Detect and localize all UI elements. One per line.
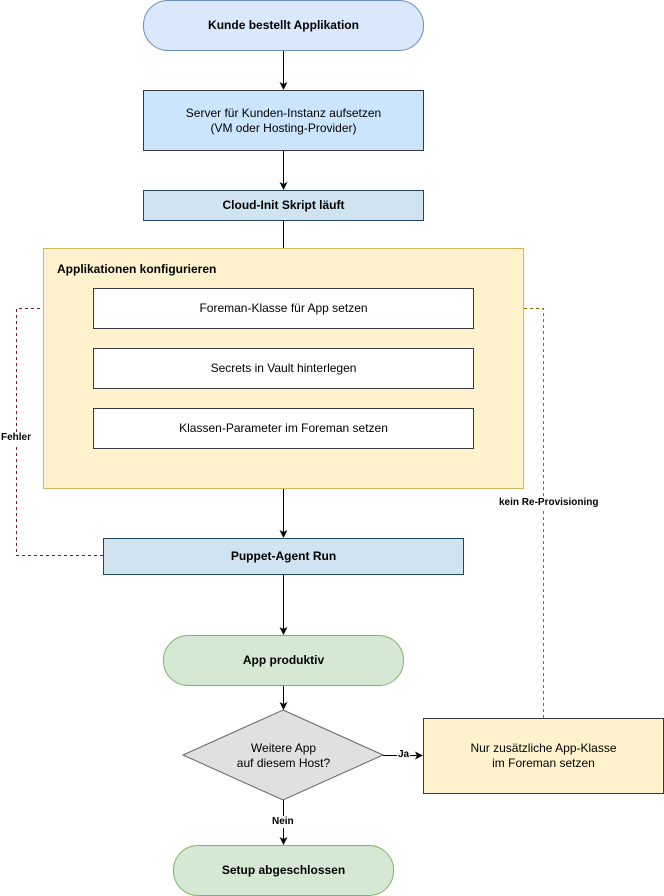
yes-edge-label: Ja (397, 749, 411, 761)
class-params-label: Klassen-Parameter im Foreman setzen (179, 421, 388, 435)
foreman-class-label: Foreman-Klasse für App setzen (199, 301, 368, 315)
no-reprovision-edge-label: kein Re-Provisioning (498, 497, 600, 509)
puppet-run-node: Puppet-Agent Run (103, 538, 464, 575)
start-node-label: Kunde bestellt Applikation (208, 18, 359, 32)
extra-class-node: Nur zusätzliche App-Klasse im Foreman se… (423, 718, 664, 794)
app-productive-label: App produktiv (242, 653, 325, 667)
vault-secrets-node: Secrets in Vault hinterlegen (93, 348, 474, 389)
server-setup-label: Server für Kunden-Instanz aufsetzen (VM … (185, 105, 382, 135)
foreman-class-node: Foreman-Klasse für App setzen (93, 288, 474, 329)
class-params-node: Klassen-Parameter im Foreman setzen (93, 408, 474, 449)
done-label: Setup abgeschlossen (221, 863, 346, 877)
vault-secrets-label: Secrets in Vault hinterlegen (210, 361, 357, 375)
server-setup-node: Server für Kunden-Instanz aufsetzen (VM … (143, 90, 424, 151)
no-edge-label: Nein (271, 816, 295, 828)
start-node: Kunde bestellt Applikation (143, 0, 424, 51)
edge-reprovision-loop (474, 304, 544, 718)
error-edge-label: Fehler (0, 432, 33, 444)
extra-class-label: Nur zusätzliche App-Klasse im Foreman se… (470, 741, 617, 770)
cloud-init-node: Cloud-Init Skript läuft (143, 190, 424, 221)
puppet-run-label: Puppet-Agent Run (230, 549, 337, 563)
decision-label: Weitere App auf diesem Host? (236, 741, 331, 770)
configure-apps-group-title: Applikationen konfigurieren (57, 262, 217, 276)
done-node: Setup abgeschlossen (173, 845, 394, 896)
cloud-init-label: Cloud-Init Skript läuft (222, 198, 345, 212)
app-productive-node: App produktiv (163, 635, 404, 686)
decision-label-box: Weitere App auf diesem Host? (203, 730, 364, 782)
